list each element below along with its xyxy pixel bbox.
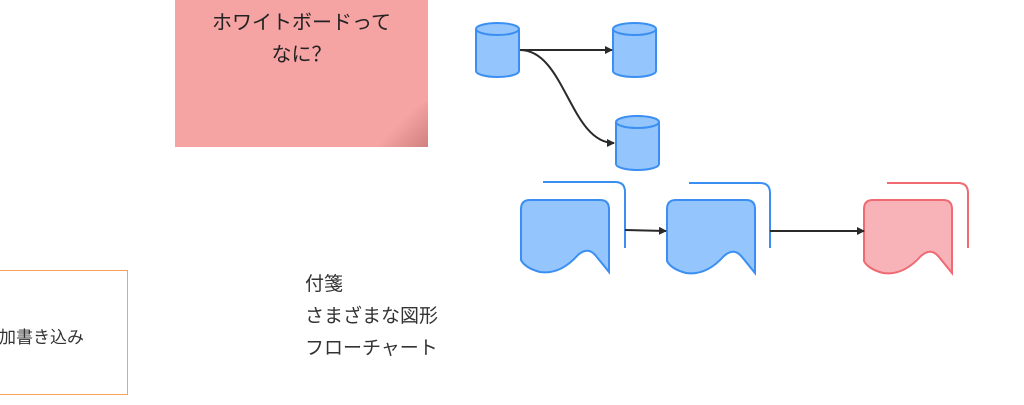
feature-item: 付箋 bbox=[305, 273, 344, 295]
feature-list[interactable]: 付箋 さまざまな図形 フローチャート bbox=[305, 268, 438, 364]
text-box[interactable]: 加書き込み bbox=[0, 270, 128, 395]
multi-document-shape-1[interactable] bbox=[520, 181, 626, 275]
sticky-fold bbox=[368, 102, 428, 147]
feature-item: さまざまな図形 bbox=[305, 305, 439, 327]
connector-arrow-curved[interactable] bbox=[519, 49, 615, 147]
sticky-note-text: ホワイトボードって なに？ bbox=[175, 6, 428, 70]
sticky-line-2: なに？ bbox=[271, 42, 332, 66]
sticky-note[interactable]: ホワイトボードって なに？ bbox=[175, 0, 428, 147]
multi-document-shape-2[interactable] bbox=[666, 182, 771, 276]
database-shape-1[interactable] bbox=[475, 22, 520, 78]
sticky-line-1: ホワイトボードって bbox=[212, 10, 391, 34]
text-box-label: 加書き込み bbox=[0, 328, 84, 348]
database-shape-2[interactable] bbox=[612, 22, 657, 78]
feature-item: フローチャート bbox=[305, 337, 438, 359]
database-shape-3[interactable] bbox=[615, 115, 660, 171]
connector-arrow[interactable] bbox=[624, 226, 667, 235]
multi-document-shape-3[interactable] bbox=[863, 182, 969, 276]
